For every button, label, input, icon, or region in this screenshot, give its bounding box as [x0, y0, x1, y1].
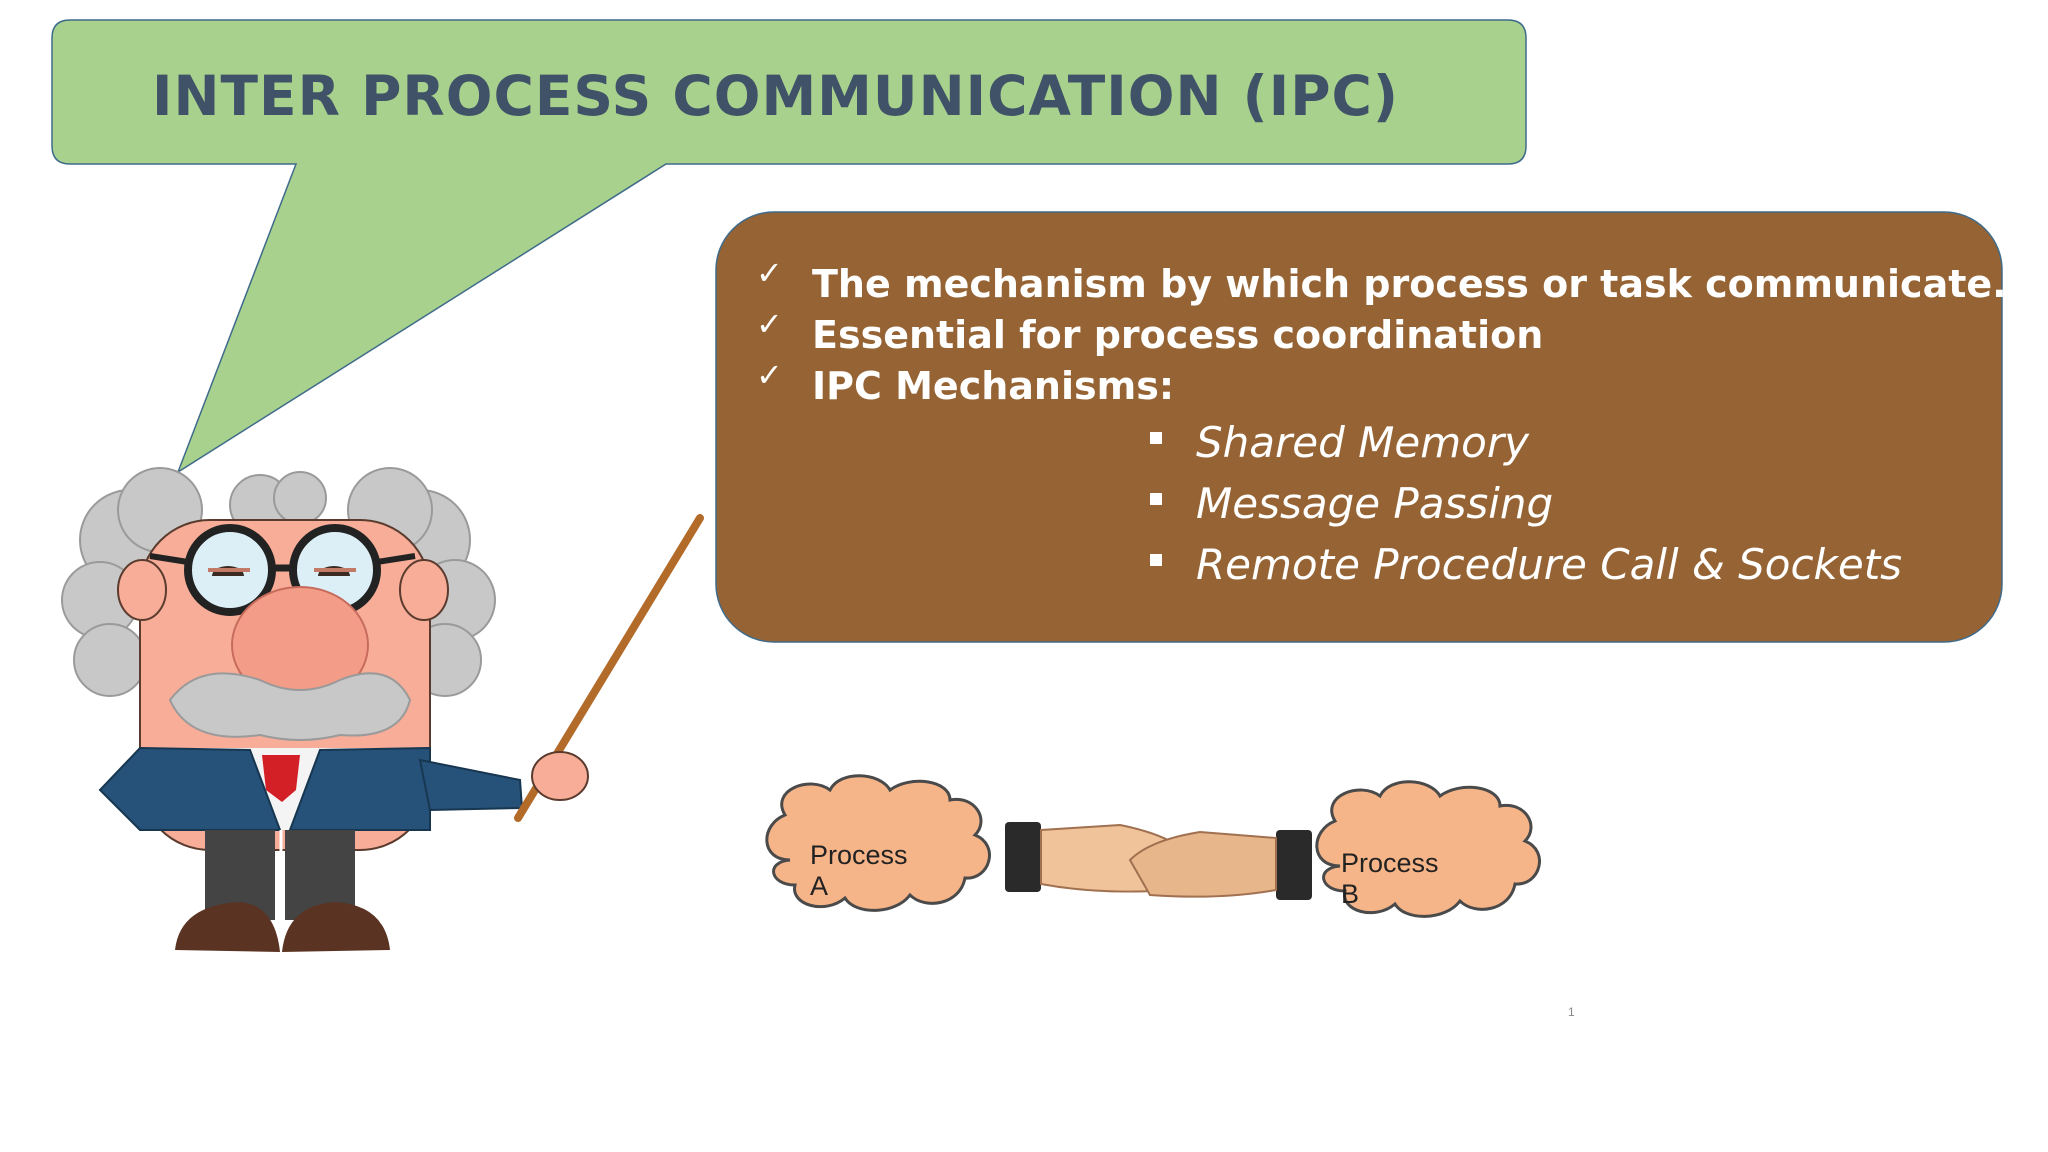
process-b-label: Process B: [1341, 848, 1439, 910]
square-bullet-icon: [1150, 554, 1162, 566]
mechanism-text: Remote Procedure Call & Sockets: [1196, 540, 1903, 589]
process-b-line2: B: [1341, 879, 1360, 909]
process-b-cloud: [1315, 780, 1541, 918]
checkmark-icon: ✓: [756, 356, 783, 394]
pointer-stick: [514, 514, 704, 822]
point-text: Essential for process coordination: [812, 313, 1544, 357]
process-a-label: Process A: [810, 840, 908, 902]
title-callout: [51, 19, 1527, 474]
square-bullet-icon: [1150, 432, 1162, 444]
page-number: 1: [1568, 1005, 1575, 1019]
point-text: IPC Mechanisms:: [812, 364, 1175, 408]
professor-illustration: [61, 467, 524, 952]
process-a-cloud: [765, 774, 991, 912]
point-text: The mechanism by which process or task c…: [812, 262, 2007, 306]
slide-title: INTER PROCESS COMMUNICATION (IPC): [152, 64, 1400, 128]
checkmark-icon: ✓: [756, 305, 783, 343]
process-a-line1: Process: [810, 840, 908, 870]
mechanism-text: Message Passing: [1196, 479, 1554, 528]
checkmark-icon: ✓: [756, 254, 783, 292]
process-a-line2: A: [810, 871, 829, 901]
content-box-background: [715, 211, 2003, 643]
square-bullet-icon: [1150, 493, 1162, 505]
process-b-line1: Process: [1341, 848, 1439, 878]
mechanism-text: Shared Memory: [1196, 418, 1529, 467]
handshake-illustration: [765, 774, 1541, 918]
content-box: ✓ The mechanism by which process or task…: [716, 212, 2007, 642]
